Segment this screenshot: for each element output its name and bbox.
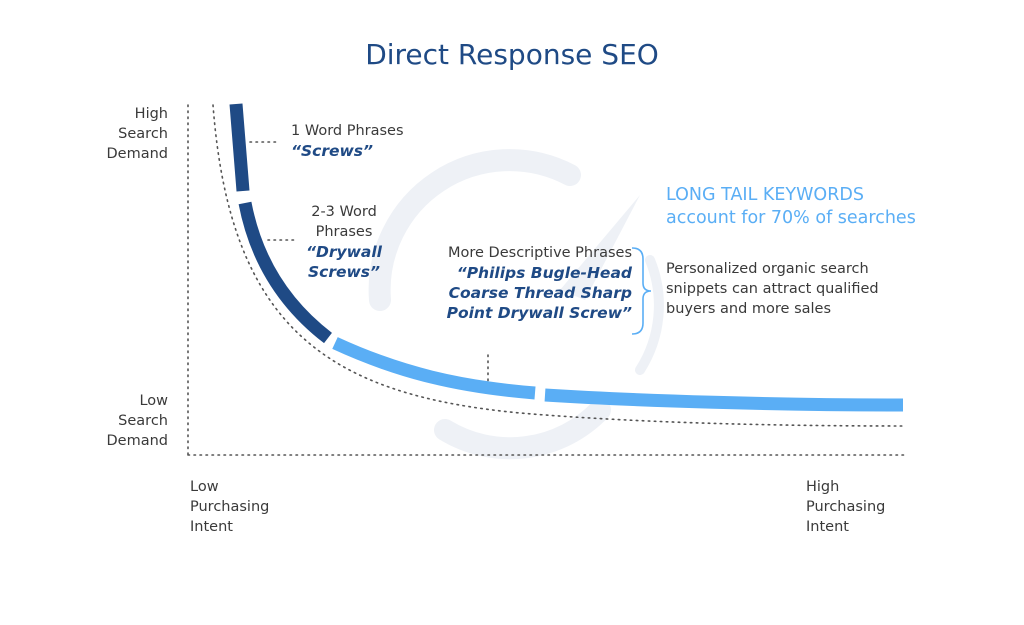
callout-text: Personalized organic search snippets can…: [666, 259, 879, 319]
segment-example: Coarse Thread Sharp: [448, 284, 632, 302]
segment-descriptive: More Descriptive Phrases “Philips Bugle-…: [420, 243, 632, 323]
y-axis-high-label: High Search Demand: [96, 104, 169, 164]
y-axis-high-line: Search: [118, 126, 168, 142]
y-axis-low-label: Low Search Demand: [96, 391, 169, 451]
x-axis-low-line: Low: [190, 479, 219, 495]
y-axis-low-line: Demand: [106, 433, 169, 449]
curve-segment-mid: [238, 201, 332, 344]
watermark-pointer: [560, 195, 640, 300]
curly-brace: [631, 247, 652, 335]
segment-one-word: 1 Word Phrases “Screws”: [291, 121, 404, 161]
y-axis-high-line: Demand: [106, 146, 169, 162]
curve-segment-long-tail-1: [332, 337, 536, 400]
watermark-logo: [368, 149, 664, 460]
watermark-arc-lower: [434, 399, 611, 460]
x-axis-low-line: Purchasing: [190, 499, 270, 515]
segment-heading: Phrases: [315, 224, 373, 240]
y-axis-low-line: Low: [139, 393, 168, 409]
segment-example: Point Drywall Screw”: [446, 304, 632, 322]
watermark-ring: [635, 255, 664, 375]
segment-example: “Philips Bugle-Head: [456, 264, 632, 282]
x-axis-high-line: High: [806, 479, 840, 495]
curve-segment-long-tail-2: [544, 388, 904, 412]
callout-line: buyers and more sales: [666, 301, 832, 317]
callout-line: snippets can attract qualified: [666, 281, 879, 297]
guide-curve: [212, 104, 906, 427]
x-axis-high-line: Purchasing: [806, 499, 886, 515]
x-axis-low-label: Low Purchasing Intent: [190, 477, 269, 537]
segment-two-three-word: 2-3 Word Phrases “Drywall Screws”: [302, 202, 386, 282]
long-tail-heading: LONG TAIL KEYWORDS: [666, 185, 864, 205]
x-axis-high-line: Intent: [806, 519, 849, 535]
segment-example: “Drywall: [305, 243, 382, 261]
x-axis-high-label: High Purchasing Intent: [806, 477, 885, 537]
segment-heading: More Descriptive Phrases: [448, 245, 632, 261]
segment-heading: 1 Word Phrases: [291, 123, 404, 139]
segment-heading: 2-3 Word: [311, 204, 377, 220]
y-axis-low-line: Search: [118, 413, 168, 429]
x-axis-low-line: Intent: [190, 519, 233, 535]
y-axis-high-line: High: [134, 106, 168, 122]
segment-example: “Screws”: [291, 142, 374, 160]
segment-example: Screws”: [307, 263, 381, 281]
long-tail-subheading: account for 70% of searches: [666, 208, 916, 228]
page-title: Direct Response SEO: [365, 38, 659, 71]
long-tail-highlight: LONG TAIL KEYWORDS account for 70% of se…: [666, 184, 916, 230]
curve-segment-head: [229, 103, 250, 192]
watermark-arc: [368, 149, 581, 311]
callout-line: Personalized organic search: [666, 261, 869, 277]
